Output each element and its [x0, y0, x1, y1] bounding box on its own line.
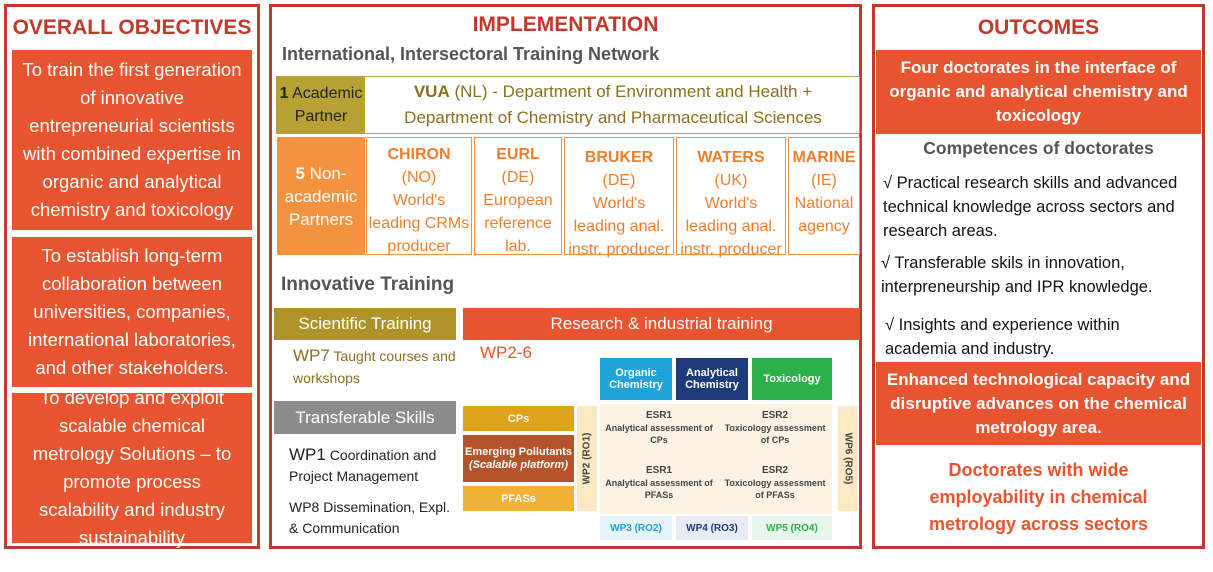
academic-label-text: Academic Partner [292, 85, 363, 125]
row-emerging-label: Emerging Pollutants [465, 445, 572, 458]
right-wp-text: WP6 (RO5) [842, 432, 854, 485]
partner-desc: World's leading CRMs producer [368, 192, 470, 255]
scientific-training-body: WP7 Taught courses and workshops [293, 345, 458, 389]
outcome-employability: Doctorates with wide employability in ch… [928, 459, 1149, 534]
esr-cell: ESR1 Analytical assessment of PFASs [604, 465, 714, 501]
research-wp: WP2-6 [480, 343, 532, 362]
outcome-capacity: Enhanced technological capacity and disr… [876, 362, 1201, 445]
competence-item: √ Practical research skills and advanced… [883, 174, 1178, 240]
transferable-body: WP1 Coordination and Project Management [289, 444, 454, 487]
training-title: Innovative Training [281, 274, 455, 295]
partner-name: BRUKER [584, 149, 654, 166]
esr-desc: Analytical assessment of CPs [605, 423, 713, 445]
col-analytical: Analytical Chemistry [676, 358, 748, 400]
row-emerging: Emerging Pollutants (Scalable platform) [463, 435, 574, 482]
partner-name: CHIRON [387, 146, 451, 163]
outcome-doctorates: Four doctorates in the interface of orga… [876, 50, 1201, 134]
partner-country: (NO) [401, 169, 437, 186]
objective-2: To establish long-term collaboration bet… [12, 237, 252, 387]
implementation-panel [269, 4, 862, 549]
left-wp-label: WP2 (RO1) [577, 406, 597, 511]
academic-desc: - Department of Environment and Health +… [404, 82, 822, 127]
academic-label: 1 Academic Partner [277, 77, 365, 133]
bottom-wp5: WP5 (RO4) [752, 516, 832, 540]
outcomes-panel: OUTCOMES Four doctorates in the interfac… [872, 4, 1205, 549]
academic-country: (NL) [454, 82, 488, 101]
bottom-wp4: WP4 (RO3) [676, 516, 748, 540]
esr-desc: Toxicology assessment of PFASs [724, 478, 826, 500]
network-title: International, Intersectoral Training Ne… [282, 44, 660, 64]
partner-country: (IE) [811, 172, 837, 189]
partner-desc: World's leading anal. instr. producer [568, 195, 670, 258]
partner-country: (DE) [501, 169, 535, 186]
partner-country: (UK) [714, 172, 748, 189]
partner-country: (DE) [602, 172, 636, 189]
competences-title: Competences of doctorates [923, 138, 1154, 158]
esr-desc: Toxicology assessment of CPs [724, 423, 826, 445]
outcomes-title: OUTCOMES [977, 16, 1100, 39]
esr-cell: ESR1 Analytical assessment of CPs [604, 410, 714, 446]
academic-count: 1 [279, 85, 289, 102]
esr-title: ESR2 [761, 465, 789, 476]
esr-title: ESR2 [761, 410, 789, 421]
objectives-title: OVERALL OBJECTIVES [12, 16, 252, 39]
objectives-panel: OVERALL OBJECTIVES To train the first ge… [4, 4, 260, 549]
nonacademic-label-text: Non-academic Partners [284, 163, 358, 229]
partner-waters: WATERS (UK) World's leading anal. instr. p… [676, 137, 786, 258]
academic-name: VUA [413, 82, 450, 101]
partner-chiron: CHIRON (NO) World's leading CRMs producer [366, 137, 472, 255]
objective-3: To develop and exploit scalable chemical… [12, 387, 252, 548]
implementation-title: IMPLEMENTATION [472, 13, 659, 36]
academic-partner: VUA (NL) - Department of Environment and… [368, 77, 858, 133]
objective-1: To train the first generation of innovat… [12, 50, 252, 230]
partner-desc: World's leading anal. instr. producer [680, 195, 782, 258]
wp7-desc: Taught courses and workshops [293, 348, 456, 386]
bottom-wp3: WP3 (RO2) [600, 516, 672, 540]
partner-desc: National agency [794, 195, 854, 235]
partner-desc: European reference lab. [483, 192, 553, 255]
partner-marine: MARINE (IE) National agency [788, 137, 860, 255]
esr-desc: Analytical assessment of PFASs [605, 478, 713, 500]
esr-title: ESR1 [645, 410, 673, 421]
right-wp-label: WP6 (RO5) [838, 406, 858, 511]
nonacademic-label: 5 Non-academic Partners [277, 137, 365, 255]
matrix-bg [600, 404, 832, 514]
wp1-desc: Coordination and Project Management [289, 447, 437, 484]
partner-name: EURL [496, 146, 540, 163]
esr-title: ESR1 [645, 465, 673, 476]
partner-name: MARINE [792, 149, 856, 166]
nonacademic-count: 5 [295, 163, 305, 183]
scientific-training-header: Scientific Training [274, 308, 456, 340]
esr-cell: ESR2 Toxicology assessment of PFASs [722, 465, 828, 501]
partner-bruker: BRUKER (DE) World's leading anal. instr. p… [564, 137, 674, 258]
row-cps: CPs [463, 406, 574, 431]
competence-item: √ Insights and experience within academi… [885, 316, 1120, 358]
col-organic: Organic Chemistry [600, 358, 672, 400]
wp8-desc: WP8 Dissemination, Expl. & Communication [289, 499, 451, 536]
row-pfass: PFASs [463, 486, 574, 511]
wp1-label: WP1 [289, 445, 326, 464]
partner-eurl: EURL (DE) European reference lab. [474, 137, 562, 255]
academic-row [276, 76, 860, 134]
wp7-label: WP7 [293, 346, 330, 365]
research-header: Research & industrial training [463, 308, 860, 340]
row-emerging-sub: (Scalable platform) [468, 458, 569, 471]
partner-name: WATERS [697, 149, 765, 166]
col-toxicology: Toxicology [752, 358, 832, 400]
left-wp-text: WP2 (RO1) [581, 432, 593, 485]
transferable-skills-header: Transferable Skills [274, 401, 456, 434]
competence-item: √ Transferable skils in innovation, inte… [881, 254, 1153, 296]
esr-cell: ESR2 Toxicology assessment of CPs [722, 410, 828, 446]
